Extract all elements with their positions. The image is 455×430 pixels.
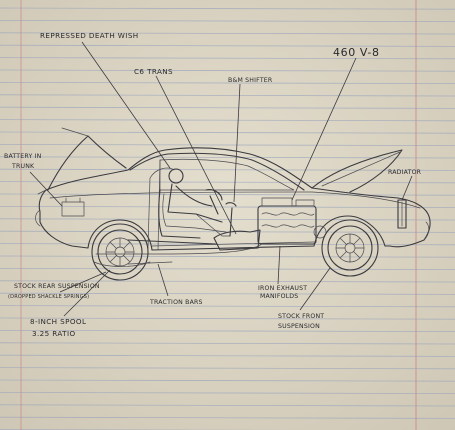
rule-line (0, 7, 455, 10)
rule-line (0, 292, 455, 295)
leader-spool (63, 269, 111, 317)
label-rear-suspension-line1: STOCK REAR SUSPENSION (14, 283, 100, 290)
steering-wheel (205, 189, 223, 215)
rule-line (0, 44, 455, 47)
label-front-suspension-line2: SUSPENSION (278, 323, 320, 330)
label-radiator: RADIATOR (388, 169, 422, 176)
belt-line (49, 191, 421, 209)
wheel-spoke (109, 241, 117, 249)
traction-bar (127, 261, 173, 265)
label-manifolds-line2: MANIFOLDS (260, 293, 298, 300)
wheel-spoke (109, 255, 117, 263)
wheel-spoke (123, 255, 131, 263)
label-c6-trans: C6 TRANS (134, 67, 173, 76)
label-bm-shifter: B&M SHIFTER (228, 77, 273, 84)
rule-line (0, 230, 455, 233)
leader-lines (29, 41, 413, 317)
leader-c6-trans (155, 75, 237, 235)
shifter (225, 202, 237, 237)
exhaust-pipe (95, 243, 263, 255)
rule-line (0, 416, 455, 419)
rear-leaf-spring (93, 261, 151, 267)
ruled-lines (0, 7, 455, 430)
rule-line (0, 181, 455, 184)
leader-manifolds (277, 245, 281, 285)
rule-line (0, 94, 455, 97)
trunk-latch (37, 189, 47, 195)
rule-line (0, 267, 455, 271)
rule-line (0, 32, 455, 35)
leader-death-wish (81, 41, 171, 169)
driveshaft (127, 239, 217, 245)
rule-line (0, 305, 455, 308)
wheel-spoke (339, 237, 347, 245)
rule-line (0, 379, 455, 382)
wheel-spoke (353, 251, 361, 259)
rule-line (0, 168, 455, 171)
rule-line (0, 20, 455, 22)
label-repressed-death-wish: REPRESSED DEATH WISH (40, 31, 139, 40)
roll-bar (147, 167, 175, 249)
rule-line (0, 255, 455, 258)
rule-line (0, 342, 455, 345)
leader-shifter (233, 83, 241, 203)
rule-line (0, 193, 455, 196)
rule-line (0, 218, 455, 221)
label-battery-line2: TRUNK (11, 163, 35, 170)
rear-bumper (35, 209, 41, 227)
rule-line (0, 317, 455, 320)
rule-line (0, 156, 455, 159)
rule-line (0, 280, 455, 283)
leader-radiator (401, 175, 413, 201)
label-460-v8: 460 V-8 (333, 46, 380, 59)
car-body-outline (38, 147, 431, 251)
leader-front-susp (299, 267, 331, 311)
label-manifolds-line1: IRON EXHAUST (258, 285, 307, 292)
hood-open (311, 149, 403, 193)
side-window-frame (129, 152, 305, 191)
front-bumper (423, 221, 430, 241)
label-rear-suspension-line2: (DROPPED SHACKLE SPRINGS) (8, 294, 89, 300)
rocker-line (151, 241, 315, 247)
battery-box (61, 201, 85, 217)
rule-line (0, 354, 455, 357)
leader-rear-susp (59, 271, 107, 293)
car-cutaway-drawing (35, 127, 431, 281)
leader-battery (29, 171, 63, 207)
label-traction-bars: TRACTION BARS (149, 299, 203, 306)
driver-figure (158, 168, 231, 239)
rule-line (0, 69, 455, 72)
leader-traction-bars (157, 263, 169, 297)
rule-line (0, 106, 455, 109)
rule-line (0, 119, 455, 122)
wheel-spoke (123, 241, 131, 249)
rule-line (0, 404, 455, 407)
wheel-spoke (353, 237, 361, 245)
rule-line (0, 82, 455, 84)
rule-line (0, 329, 455, 333)
rear-wheel (91, 223, 149, 281)
hood-edge (321, 151, 401, 187)
label-battery-line1: BATTERY IN (4, 153, 42, 160)
rule-line (0, 367, 455, 370)
window-inner (159, 158, 295, 191)
label-spool-line2: 3.25 RATIO (32, 329, 76, 338)
label-spool-line1: 8-INCH SPOOL (30, 317, 86, 326)
trunk-prop-rod (61, 127, 89, 137)
rule-line (0, 391, 455, 395)
leader-engine (291, 57, 357, 201)
rule-line (0, 143, 455, 147)
front-wheel (321, 219, 379, 277)
rule-line (0, 57, 455, 60)
label-front-suspension-line1: STOCK FRONT (278, 313, 324, 320)
callout-labels: REPRESSED DEATH WISH C6 TRANS B&M SHIFTE… (4, 31, 422, 338)
engine-block (257, 197, 327, 245)
rule-line (0, 205, 455, 209)
wheel-spoke (339, 251, 347, 259)
